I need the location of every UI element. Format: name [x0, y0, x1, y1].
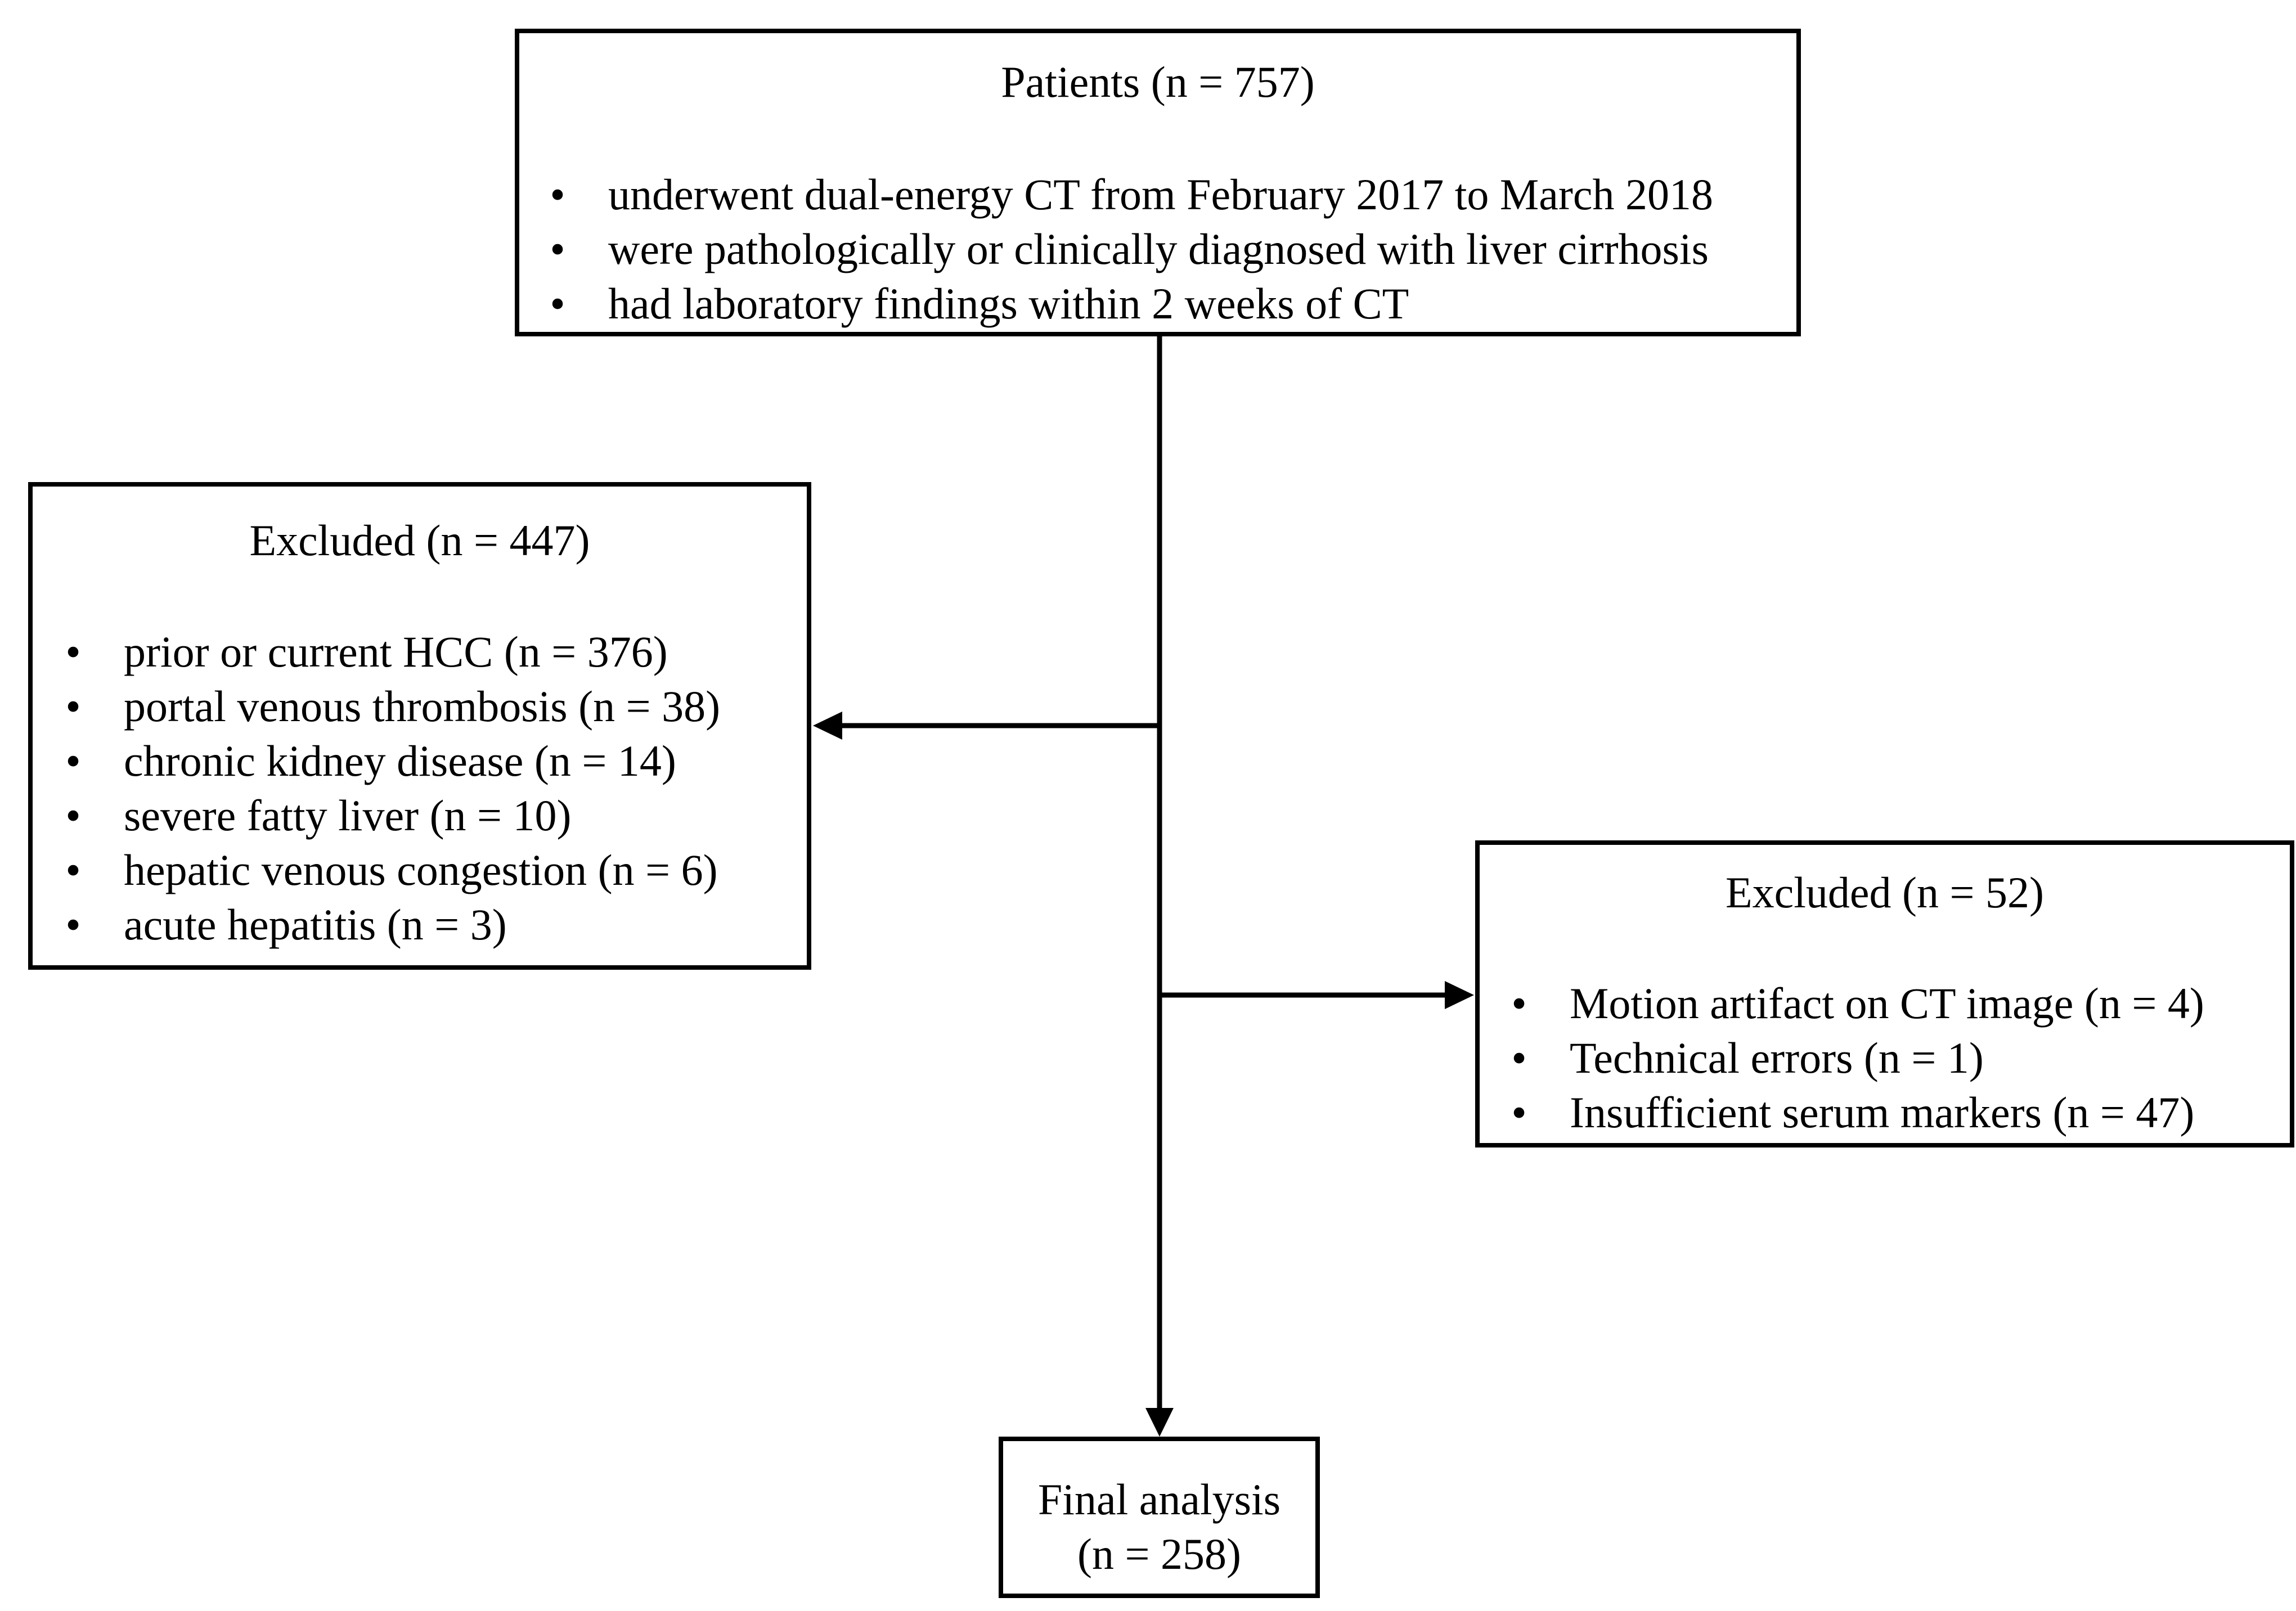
bullet-icon: •: [65, 627, 81, 676]
bullet-icon: •: [550, 170, 565, 219]
bullet-icon: •: [1511, 979, 1527, 1028]
bullet-icon: •: [65, 845, 81, 894]
list-item: •underwent dual-energy CT from February …: [550, 167, 1713, 222]
exclusion-reasons-list: •prior or current HCC (n = 376) •portal …: [65, 624, 720, 952]
bullet-icon: •: [1511, 1033, 1527, 1082]
list-item: •Technical errors (n = 1): [1511, 1030, 2204, 1085]
arrow-to-final: [1145, 1408, 1174, 1437]
excluded-box-first: Excluded (n = 447) •prior or current HCC…: [28, 482, 811, 970]
patients-box: Patients (n = 757) •underwent dual-energ…: [515, 29, 1801, 336]
bullet-icon: •: [550, 279, 565, 328]
final-analysis-label: Final analysis: [1037, 1475, 1281, 1524]
bullet-icon: •: [65, 736, 81, 785]
arrow-to-excluded-2: [1445, 981, 1474, 1009]
excluded-box-second: Excluded (n = 52) •Motion artifact on CT…: [1475, 840, 2294, 1148]
bullet-icon: •: [550, 224, 565, 273]
arrow-to-excluded-1: [813, 712, 842, 740]
list-item: •were pathologically or clinically diagn…: [550, 222, 1713, 276]
list-item: •Insufficient serum markers (n = 47): [1511, 1085, 2204, 1140]
list-item: •prior or current HCC (n = 376): [65, 624, 720, 679]
list-item: •severe fatty liver (n = 10): [65, 788, 720, 843]
excluded-first-title: Excluded (n = 447): [249, 516, 590, 565]
list-item: •hepatic venous congestion (n = 6): [65, 843, 720, 897]
patients-title: Patients (n = 757): [1001, 57, 1315, 106]
list-item: •portal venous thrombosis (n = 38): [65, 679, 720, 734]
inclusion-criteria-list: •underwent dual-energy CT from February …: [550, 167, 1713, 331]
list-item: •had laboratory findings within 2 weeks …: [550, 276, 1713, 331]
exclusion-reasons-list: •Motion artifact on CT image (n = 4) •Te…: [1511, 976, 2204, 1140]
list-item: •chronic kidney disease (n = 14): [65, 734, 720, 788]
bullet-icon: •: [65, 682, 81, 731]
list-item: •acute hepatitis (n = 3): [65, 897, 720, 952]
bullet-icon: •: [65, 900, 81, 949]
final-analysis-box: Final analysis (n = 258): [999, 1437, 1320, 1598]
final-analysis-title: Final analysis (n = 258): [1003, 1472, 1315, 1581]
bullet-icon: •: [65, 791, 81, 840]
list-item: •Motion artifact on CT image (n = 4): [1511, 976, 2204, 1030]
final-analysis-count: (n = 258): [1077, 1529, 1241, 1578]
bullet-icon: •: [1511, 1088, 1527, 1137]
excluded-second-title: Excluded (n = 52): [1726, 868, 2044, 917]
